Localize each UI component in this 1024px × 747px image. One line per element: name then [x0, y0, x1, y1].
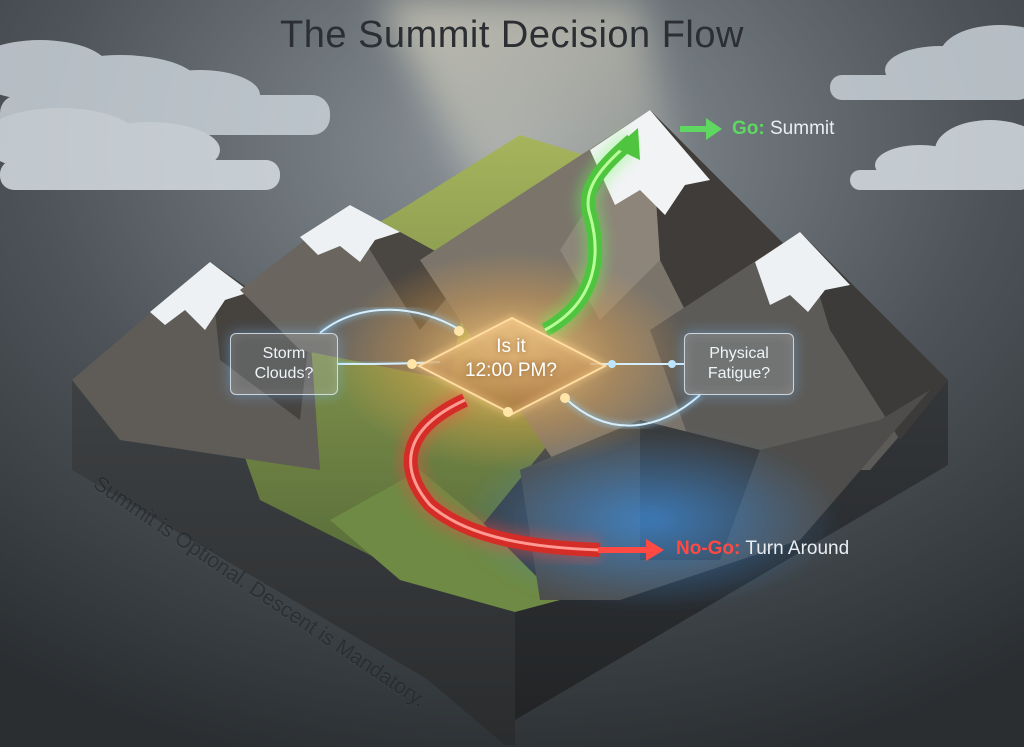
go-path [538, 128, 641, 341]
cloud-right [830, 25, 1024, 190]
outcome-go-text: Summit [770, 118, 835, 139]
nogo-arrow [598, 539, 664, 561]
connector-dots [407, 326, 676, 417]
factor-fatigue-line2: Fatigue? [707, 365, 771, 382]
decision-label: Is it 12:00 PM? [420, 335, 602, 383]
decision-line2: 12:00 PM? [465, 360, 557, 381]
outcome-nogo-text: Turn Around [745, 538, 850, 559]
blue-valley-glow [460, 430, 840, 610]
factor-fatigue-line1: Physical [709, 345, 769, 362]
mountain-right [650, 232, 948, 470]
factor-storm-clouds: Storm Clouds? [230, 333, 338, 395]
outcome-go: Go: Summit [732, 118, 834, 140]
decision-line1: Is it [496, 336, 526, 357]
factor-storm-line2: Clouds? [254, 365, 314, 382]
outcome-go-key: Go: [732, 118, 765, 139]
cloud-left [0, 40, 330, 190]
slab-left-face-fill [72, 380, 515, 745]
page-title: The Summit Decision Flow [280, 14, 744, 56]
mountain-far-left [72, 262, 320, 470]
factor-storm-line1: Storm [262, 345, 306, 362]
outcome-nogo: No-Go: Turn Around [676, 538, 849, 560]
outcome-nogo-key: No-Go: [676, 538, 741, 559]
go-arrow [680, 118, 722, 140]
nogo-path [398, 389, 601, 562]
factor-physical-fatigue: Physical Fatigue? [684, 333, 794, 395]
